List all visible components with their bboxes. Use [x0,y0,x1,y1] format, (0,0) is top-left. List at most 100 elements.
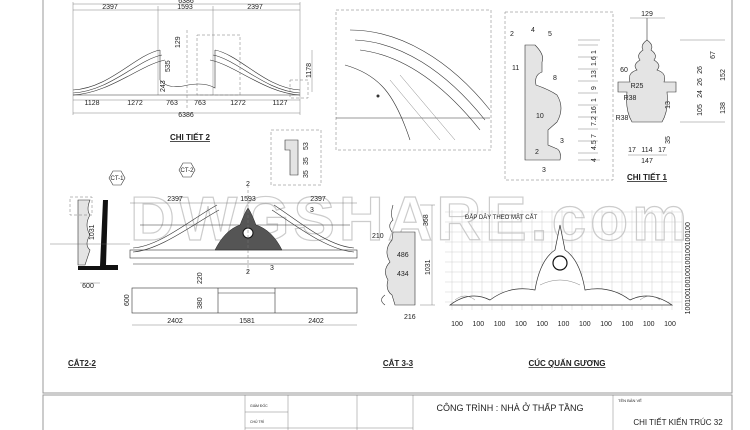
dim-text: 380 [197,297,204,309]
dim-text: 2 [510,31,514,38]
dim-text: 129 [641,11,653,18]
cat-3-3-drawing [381,204,435,306]
profile-section-drawing [504,11,614,181]
elevation-drawing [129,185,358,326]
dim-text: 763 [166,100,178,107]
dim-text: 53 [303,142,310,150]
cat-2-2-drawing [50,196,130,284]
dim-text: 220 [197,272,204,284]
grid-x-label: 100 [643,321,655,328]
grid-x-label: 100 [494,321,506,328]
grid-x-label: 100 [579,321,591,328]
dim-text: 1593 [240,196,256,203]
dim-text: 10 [536,113,544,120]
grid-y-label: 100 [685,303,692,315]
dim-text: 8 [553,75,557,82]
dim-text: 1031 [89,224,96,240]
dim-text: 368 [423,214,430,226]
dim-text: 2397 [310,196,326,203]
ornament-note: ĐẮP DÂY THEO MẶT CẮT [465,213,538,221]
dim-text: 3 [560,138,564,145]
dim-text: R25 [631,83,644,90]
dim-text: 26 [697,78,704,86]
dim-text: 1.6 [591,56,598,66]
tag-label: CT-1 [110,176,124,182]
chi-tiet-1-drawing [617,17,725,156]
dim-text: 11 [512,65,519,72]
grid-y-label: 100 [685,234,692,246]
dim-text: 1272 [230,100,246,107]
dim-text: 1272 [127,100,143,107]
cat-2-2-title: CẮT2-2 [68,359,97,368]
dim-text: 147 [641,158,653,165]
dim-text: 243 [160,80,167,92]
dim-text: 210 [372,233,384,240]
dim-text: 138 [720,102,727,114]
section-mark: 2 [246,269,250,276]
grid-y-label: 100 [685,280,692,292]
grid-x-label: 100 [472,321,484,328]
grid-x-label: 100 [664,321,676,328]
dim-text: 6386 [178,0,194,5]
cat-3-3-title: CẮT 3-3 [383,359,414,368]
dim-text: R38 [616,115,629,122]
dim-text: 129 [175,36,182,48]
dim-text: 4 [531,27,535,34]
dim-text: 1178 [306,63,313,78]
dim-text: 2397 [247,4,263,11]
dim-text: 9 [591,86,598,90]
dim-text: 60 [620,67,628,74]
grid-x-label: 100 [451,321,463,328]
grid-x-label: 100 [558,321,570,328]
grid-y-label: 100 [685,291,692,303]
dim-text: 4 [591,158,598,162]
grid-y-label: 100 [685,245,692,257]
tag-ct-1[interactable]: CT-1 [108,170,126,186]
dim-text: 434 [397,271,409,278]
dim-text: 35 [303,170,310,178]
dim-text: 600 [82,283,94,290]
dim-text: 2402 [167,318,183,325]
grid-x-label: 100 [622,321,634,328]
dim-text: 13 [665,101,672,109]
dim-text: 17 [658,147,666,154]
drawing-name: CHI TIẾT KIẾN TRÚC 32 [633,417,723,427]
dim-text: 4.5 [591,140,598,150]
dim-text: 2397 [167,196,183,203]
chi-tiet-2-title: CHI TIẾT 2 [170,132,211,142]
dim-text: 600 [124,294,131,306]
enlarged-curve-panel [335,9,492,151]
grid-y-label: 100 [685,257,692,269]
dim-text: 535 [165,60,172,72]
grid-y-label: 100 [685,222,692,234]
dim-text: 6386 [178,112,194,119]
title-block-border [42,394,733,430]
dim-text: 35 [665,136,672,144]
chi-tiet-1-title: CHI TIẾT 1 [627,172,668,182]
dim-text: 1031 [425,259,432,275]
title-block [244,395,614,430]
tag-label: CT-2 [180,168,194,174]
dim-text: 16 [591,106,598,114]
giam-doc-label: GIÁM ĐỐC [250,403,268,408]
section-mark: 3 [270,265,274,272]
tag-ct-2[interactable]: CT-2 [178,162,196,178]
dim-text: 1593 [177,4,193,11]
dim-text: 1127 [272,100,287,107]
grid-x-label: 100 [536,321,548,328]
project-name: CÔNG TRÌNH : NHÀ Ở THẤP TẦNG [436,402,583,413]
section-mark: 2 [246,181,250,188]
cuc-quan-guong-ornament [448,224,674,306]
dim-text: 5 [548,31,552,38]
dim-text: 35 [303,157,310,165]
cuc-quan-guong-title: CÚC QUẤN GƯƠNG [528,358,605,368]
dim-text: 2397 [102,4,118,11]
chi-tiet-2-drawing [72,2,313,115]
dim-text: 152 [720,69,727,81]
section-mark: 3 [310,207,314,214]
dim-text: 7 [591,134,598,138]
dim-text: 114 [641,147,652,154]
dim-text: 2 [535,149,539,156]
callout-box [270,129,322,186]
drawing-name-label: TÊN BẢN VẼ [618,398,642,403]
